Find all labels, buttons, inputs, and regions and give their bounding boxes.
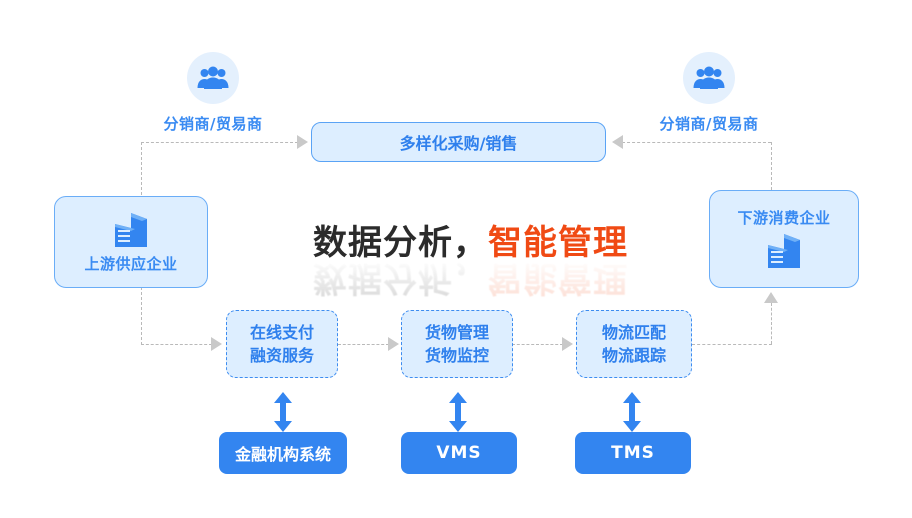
connector-payment-to-goods [338,344,389,345]
node-label: 多样化采购/销售 [399,134,518,153]
building-icon [768,234,800,268]
arrow-into-downstream [764,292,778,303]
connector-right-vertical-bottom [771,303,772,344]
people-icon [187,52,239,104]
page-title-reflection-accent: 智能管理 [488,258,628,298]
node-goods-management[interactable]: 货物管理 货物监控 [401,310,513,378]
double-arrow-vms [449,392,467,432]
actor-distributor-left[interactable]: 分销商/贸易商 [133,52,293,134]
actor-label: 分销商/贸易商 [659,115,759,133]
node-tms[interactable]: TMS [575,432,691,474]
entity-label: 下游消费企业 [737,209,831,227]
page-title-accent: 智能管理 [488,223,628,263]
actor-distributor-right[interactable]: 分销商/贸易商 [629,52,789,134]
arrow-into-procurement-left [297,135,308,149]
node-label: VMS [436,443,482,463]
connector-left-bottom-horizontal [141,344,212,345]
entity-label: 上游供应企业 [84,255,178,273]
entity-downstream[interactable]: 下游消费企业 [709,190,859,288]
building-icon [115,213,147,247]
connector-right-vertical-top [771,142,772,190]
node-label-line1: 货物管理 [424,322,489,342]
node-label-line2: 货物监控 [424,346,489,365]
node-payment-finance[interactable]: 在线支付 融资服务 [226,310,338,378]
node-label-line2: 物流跟踪 [601,346,666,365]
node-label: 金融机构系统 [234,445,331,464]
arrow-into-payment-finance [211,337,222,351]
page-title-reflection-primary: 数据分析， [313,258,488,298]
arrow-into-procurement-right [612,135,623,149]
node-label-line1: 物流匹配 [601,322,666,342]
connector-right-bottom-horizontal [692,344,772,345]
node-vms[interactable]: VMS [401,432,517,474]
connector-goods-to-logistics [512,344,563,345]
entity-upstream[interactable]: 上游供应企业 [54,196,208,288]
arrow-goods-to-logistics [562,337,573,351]
connector-right-top-horizontal [622,142,771,143]
page-title-reflection: 数据分析，智能管理 [313,257,628,306]
people-icon [683,52,735,104]
node-label-line1: 在线支付 [249,322,314,342]
node-logistics-matching[interactable]: 物流匹配 物流跟踪 [576,310,692,378]
node-label-line2: 融资服务 [249,346,314,365]
node-financial-institution-system[interactable]: 金融机构系统 [219,432,347,474]
page-title: 数据分析，智能管理 [313,215,628,264]
double-arrow-payment-finance [274,392,292,432]
page-title-primary: 数据分析， [313,223,488,263]
arrow-payment-to-goods [388,337,399,351]
connector-left-top-horizontal [141,142,298,143]
actor-label: 分销商/贸易商 [163,115,263,133]
double-arrow-tms [623,392,641,432]
node-procurement-sales[interactable]: 多样化采购/销售 [311,122,606,162]
node-label: TMS [611,443,655,463]
